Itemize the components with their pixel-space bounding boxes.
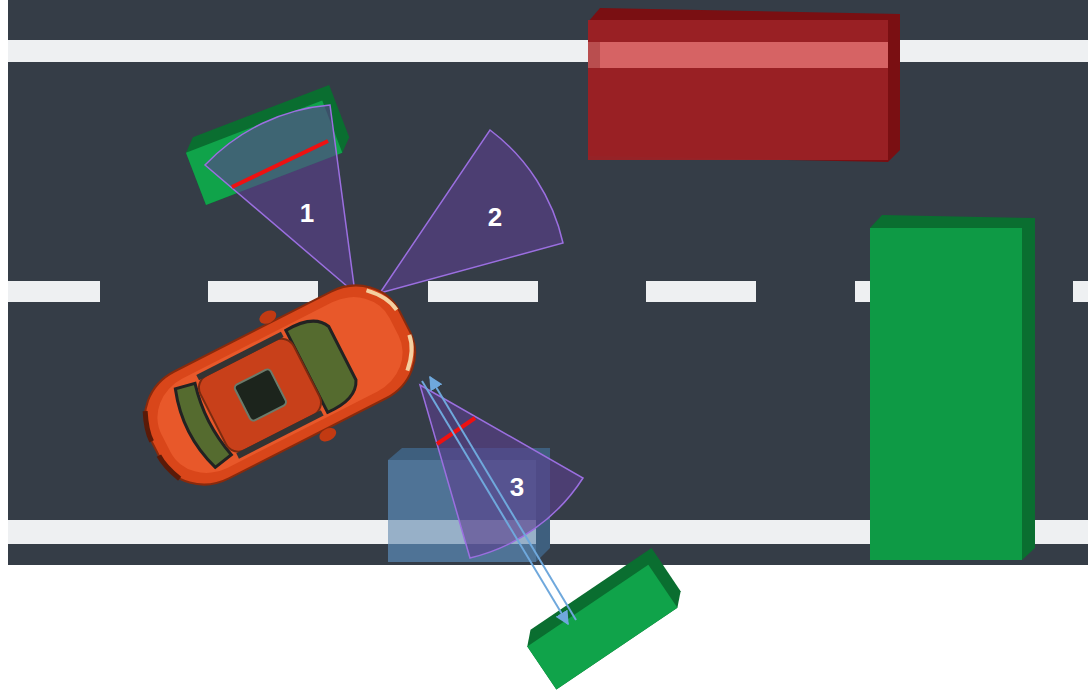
obstacle-box	[870, 215, 1035, 560]
callout-number: 1	[300, 200, 314, 226]
callout-number: 3	[510, 474, 524, 500]
callout-number: 2	[488, 204, 502, 230]
car	[123, 257, 438, 512]
road	[8, 0, 1088, 565]
obstacle-box	[588, 8, 900, 162]
lane-edge	[8, 40, 1088, 62]
detection-line	[232, 141, 328, 187]
reflection-arrow	[422, 377, 576, 624]
